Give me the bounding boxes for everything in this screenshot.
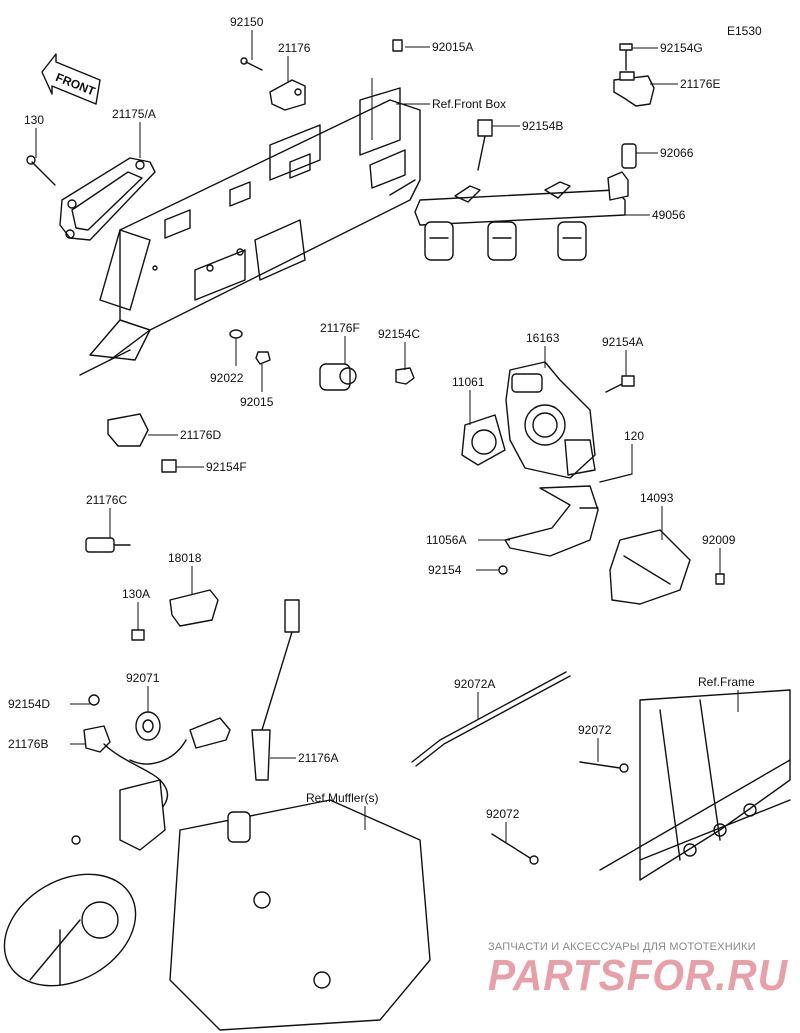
cap-92066 (621, 143, 637, 169)
bracket-18018 (169, 589, 219, 627)
label-21175A: 21175/A (112, 107, 156, 121)
diagram-code: E1530 (727, 24, 762, 38)
front-box-bracket (79, 87, 421, 376)
label-130: 130 (24, 113, 44, 127)
sensor-21176B (83, 694, 231, 851)
throttle-body-16163 (505, 361, 596, 479)
label-92009: 92009 (702, 533, 736, 547)
label-92072-upper: 92072 (578, 723, 612, 737)
label-92154C: 92154C (378, 327, 420, 341)
label-92015: 92015 (240, 395, 274, 409)
frame (599, 689, 791, 881)
screw-92009 (715, 573, 725, 585)
sensor-21176E (613, 71, 655, 107)
label-92072-lower: 92072 (486, 807, 520, 821)
engine-cover (3, 873, 137, 987)
sensor-21176D (107, 413, 149, 447)
bracket-11056A (504, 485, 599, 557)
watermark-tagline: ЗАПЧАСТИ И АКСЕССУАРЫ ДЛЯ МОТОТЕХНИКИ (488, 941, 756, 953)
label-21176F: 21176F (320, 321, 360, 335)
label-21176C: 21176C (86, 493, 127, 507)
fuel-rail-49056 (414, 171, 629, 226)
label-92015A: 92015A (432, 40, 473, 54)
label-21176B: 21176B (8, 737, 48, 751)
strap-92072-lower (491, 833, 539, 865)
part-labels: 92150 21176 92015A 92154G 21176E Ref.Fro… (8, 15, 755, 821)
bolt-130A (131, 629, 145, 641)
label-49056: 49056 (652, 208, 686, 222)
muffler (169, 799, 431, 1031)
sensor-21176 (269, 79, 306, 111)
label-120: 120 (624, 429, 644, 443)
label-92154G: 92154G (660, 41, 703, 55)
watermark-logo: ЗАПЧАСТИ И АКСЕССУАРЫ ДЛЯ МОТОТЕХНИКИ PA… (488, 941, 788, 1000)
label-92154A: 92154A (602, 335, 643, 349)
bolt-92154A (605, 375, 635, 393)
o2-sensor-21176A (251, 599, 300, 781)
label-92022: 92022 (210, 371, 244, 385)
label-11056A: 11056A (426, 533, 466, 547)
label-ref-front-box: Ref.Front Box (432, 97, 506, 111)
label-16163: 16163 (526, 331, 560, 345)
label-11061: 11061 (452, 375, 485, 389)
label-92072A: 92072A (454, 677, 495, 691)
bolt-92150 (240, 57, 263, 71)
grommet-92071 (135, 711, 161, 741)
cover-14093 (609, 529, 691, 605)
bolt-lower-left (71, 835, 81, 845)
watermark-brand: PARTSFOR.RU (488, 951, 788, 1000)
label-21176E: 21176E (680, 77, 720, 91)
label-21176: 21176 (278, 41, 311, 55)
ecu-module (59, 157, 156, 241)
washer-92022 (229, 329, 243, 339)
gasket-11061 (461, 414, 506, 466)
label-92154: 92154 (428, 563, 462, 577)
bolt-92154F (161, 459, 177, 473)
label-18018: 18018 (168, 551, 202, 565)
bolt-92154G (619, 43, 633, 71)
strap-92072A (411, 671, 571, 767)
label-130A: 130A (122, 587, 150, 601)
bolt-130 (26, 155, 56, 186)
bolt-92154B (477, 119, 493, 171)
nut-92015A (392, 39, 403, 52)
front-arrow-icon: FRONT (41, 53, 101, 105)
label-21176A: 21176A (298, 751, 338, 765)
bolt-92154C (395, 367, 415, 385)
label-92066: 92066 (660, 146, 694, 160)
label-14093: 14093 (640, 491, 674, 505)
label-92154F: 92154F (206, 460, 247, 474)
sensor-21176F (319, 363, 357, 391)
leader-lines (35, 30, 739, 842)
bolt-120 (599, 473, 633, 483)
label-21176D: 21176D (180, 428, 221, 442)
fuel-injectors (424, 221, 587, 261)
label-92150: 92150 (230, 15, 264, 29)
label-92071: 92071 (126, 671, 160, 685)
nut-92015 (255, 351, 271, 365)
label-ref-mufflers: Ref.Muffler(s) (306, 791, 378, 805)
strap-92072-upper (579, 761, 629, 773)
label-92154B: 92154B (522, 119, 563, 133)
bolt-92154 (498, 565, 508, 575)
label-ref-frame: Ref.Frame (698, 675, 755, 689)
label-92154D: 92154D (8, 697, 50, 711)
sensor-21176C (85, 537, 131, 553)
